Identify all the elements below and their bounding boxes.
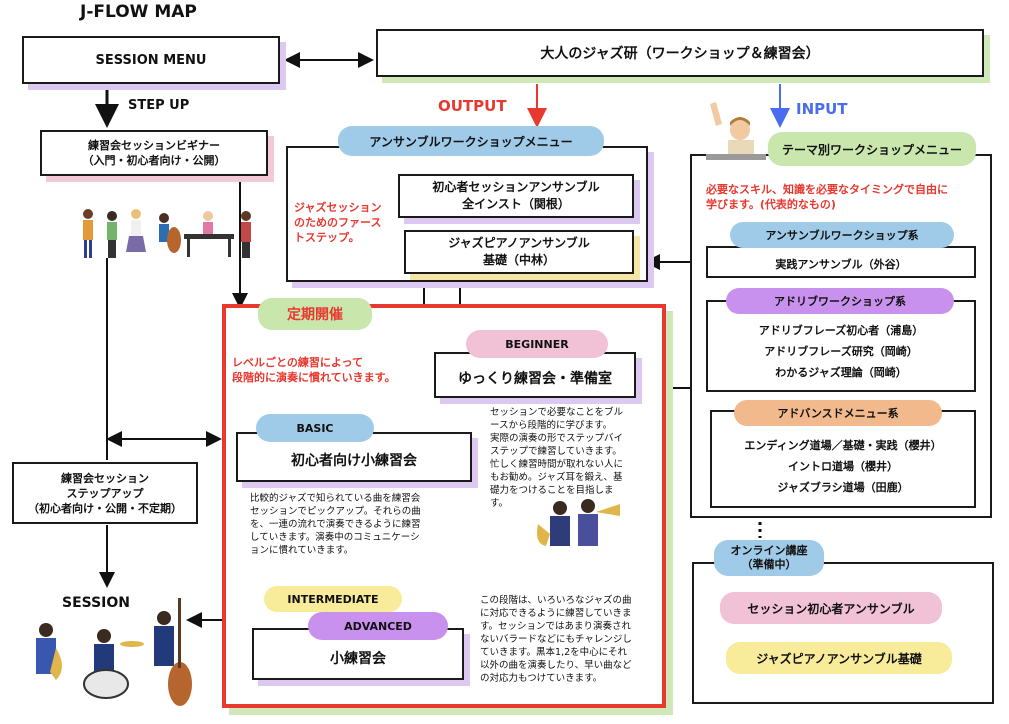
beginner-session-line1: 練習会セッションビギナー [88, 139, 220, 152]
theme-ensemble-box[interactable]: 実践アンサンブル（外谷） [706, 246, 976, 278]
teacher-illustration-icon [706, 102, 766, 160]
ensemble-menu-title[interactable]: アンサンブルワークショップメニュー [338, 126, 604, 156]
ensemble-item-beginner-session[interactable]: 初心者セッションアンサンブル 全インスト（関根） [398, 174, 634, 218]
adlib-item[interactable]: わかるジャズ理論（岡崎） [775, 365, 907, 379]
horn-players-illustration-icon [537, 499, 620, 546]
jazz-band-illustration-icon [36, 598, 192, 706]
adlib-item[interactable]: アドリブフレーズ初心者（浦島） [758, 323, 924, 337]
session-label: SESSION [62, 595, 131, 611]
theme-advanced-group[interactable]: アドバンスドメニュー系 [734, 400, 942, 426]
session-menu-label: SESSION MENU [95, 52, 207, 68]
ensemble-menu-note: ジャズセッション のためのファース トステップ。 [294, 201, 382, 244]
small-practice-title: 小練習会 [330, 651, 386, 667]
beginner-box[interactable]: ゆっくり練習会・準備室 [434, 352, 636, 398]
online-item-jazz-piano[interactable]: ジャズピアノアンサンブル基礎 [726, 642, 952, 674]
output-label: OUTPUT [438, 97, 507, 115]
step-up-label: STEP UP [128, 98, 190, 113]
intermediate-tag[interactable]: INTERMEDIATE [264, 586, 402, 612]
session-menu-box[interactable]: SESSION MENU [22, 36, 280, 84]
input-label: INPUT [796, 100, 848, 118]
main-header-label: 大人のジャズ研（ワークショップ＆練習会） [540, 46, 820, 62]
regular-note: レベルごとの練習によって 段階的に演奏に慣れていきます。 [232, 356, 396, 384]
basic-tag[interactable]: BASIC [256, 414, 374, 442]
theme-menu-note: 必要なスキル、知識を必要なタイミングで自由に 学びます。(代表的なもの) [706, 183, 948, 211]
regular-label: 定期開催 [258, 298, 372, 330]
map-title: J-FLOW MAP [80, 2, 197, 22]
beginner-title: ゆっくり練習会・準備室 [458, 371, 612, 387]
theme-ensemble-group[interactable]: アンサンブルワークショップ系 [730, 222, 954, 248]
advanced-item[interactable]: ジャズブラシ道場（田鹿） [777, 480, 909, 494]
online-course-panel [692, 562, 994, 704]
band-illustration-icon [83, 209, 251, 258]
theme-advanced-box[interactable]: エンディング道場／基礎・実践（櫻井） イントロ道場（櫻井） ジャズブラシ道場（田… [710, 410, 976, 508]
small-practice-desc: この段階は、いろいろなジャズの曲 に対応できるように練習していきま す。セッショ… [480, 595, 632, 684]
step-up-session-box[interactable]: 練習会セッション ステップアップ （初心者向け・公開・不定期） [12, 462, 198, 524]
online-item-beginner-ensemble[interactable]: セッション初心者アンサンブル [720, 592, 942, 624]
beginner-session-box[interactable]: 練習会セッションビギナー （入門・初心者向け・公開） [40, 130, 268, 176]
advanced-item[interactable]: イントロ道場（櫻井） [787, 459, 898, 473]
theme-ensemble-item: 実践アンサンブル（外谷） [775, 258, 907, 271]
theme-menu-title[interactable]: テーマ別ワークショップメニュー [768, 132, 976, 166]
advanced-item[interactable]: エンディング道場／基礎・実践（櫻井） [744, 438, 942, 452]
online-course-title[interactable]: オンライン講座 （準備中） [714, 540, 824, 576]
basic-desc: 比較的ジャズで知られている曲を練習会 セッションでピックアップ。それらの曲 を、… [250, 493, 421, 556]
beginner-desc: セッションで必要なことをブル ースから段階的に学びます。 実際の演奏の形でステッ… [490, 407, 624, 509]
main-header-box[interactable]: 大人のジャズ研（ワークショップ＆練習会） [376, 29, 984, 77]
theme-adlib-group[interactable]: アドリブワークショップ系 [726, 288, 954, 314]
advanced-tag[interactable]: ADVANCED [308, 612, 448, 640]
ensemble-item-jazz-piano[interactable]: ジャズピアノアンサンブル 基礎（中林） [404, 230, 634, 274]
adlib-item[interactable]: アドリブフレーズ研究（岡崎） [764, 344, 918, 358]
basic-title: 初心者向け小練習会 [291, 453, 417, 469]
beginner-session-line2: （入門・初心者向け・公開） [82, 154, 226, 167]
beginner-tag[interactable]: BEGINNER [466, 330, 608, 358]
